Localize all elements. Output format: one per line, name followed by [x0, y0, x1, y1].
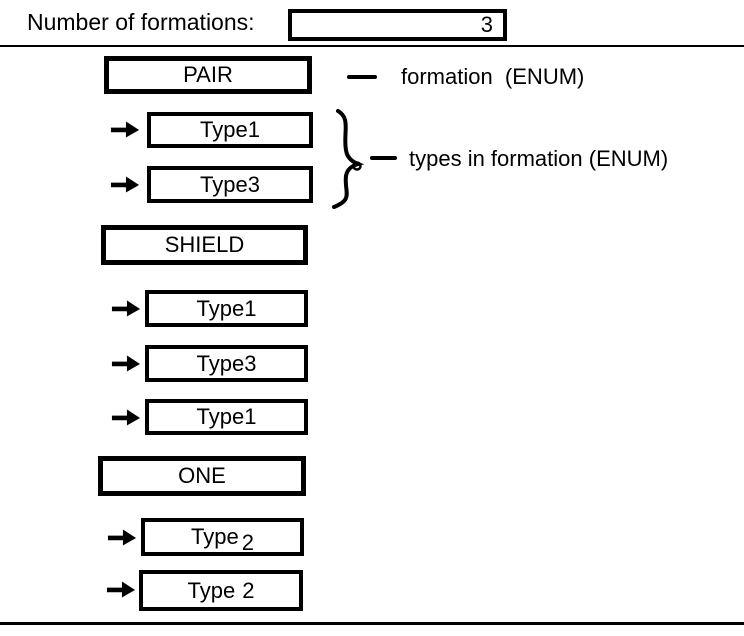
type-box[interactable]: Type1 [145, 399, 308, 435]
type-box-label: Type [191, 524, 239, 549]
types-annotation-label: types in formation (ENUM) [409, 146, 669, 171]
type-box[interactable]: Type3 [147, 166, 313, 203]
formation-annotation-label: formation (ENUM) [401, 64, 585, 89]
type-box-label: Type1 [196, 295, 257, 321]
arrow-right-icon [111, 409, 141, 426]
arrow-right-icon [106, 581, 136, 598]
type-box-number: 2 [241, 530, 254, 555]
formation-box-label: ONE [178, 463, 226, 488]
arrow-right-icon [110, 121, 140, 138]
types-annotation-dash [370, 156, 397, 160]
formation-box-label: PAIR [183, 62, 233, 87]
arrow-right-icon [111, 355, 141, 372]
brace-icon [332, 109, 365, 209]
formation-box-shield[interactable]: SHIELD [101, 225, 308, 265]
arrow-right-icon [107, 529, 137, 546]
arrow-right-icon [110, 176, 140, 193]
top-divider [0, 45, 744, 47]
type-box[interactable]: Type1 [147, 112, 313, 148]
bottom-divider [0, 622, 744, 625]
arrow-right-icon [111, 300, 141, 317]
formation-box-label: SHIELD [164, 232, 245, 257]
type-box-label: Type3 [196, 350, 257, 376]
formation-box-one[interactable]: ONE [98, 456, 306, 496]
type-box-label: Type [187, 577, 236, 603]
formations-count-input[interactable]: 3 [288, 9, 507, 41]
formations-count-label: Number of formations: [27, 9, 255, 35]
type-box-label: Type1 [196, 404, 257, 429]
type-box-label: Type3 [200, 171, 260, 197]
formation-annotation-dash [347, 75, 377, 79]
type-box[interactable]: Type1 [145, 290, 308, 327]
type-box-label: Type1 [200, 117, 260, 142]
type-box[interactable]: Type3 [145, 345, 308, 382]
formation-box-pair[interactable]: PAIR [104, 56, 312, 94]
type-box-number: 2 [242, 577, 255, 603]
formations-count-value: 3 [480, 12, 493, 37]
